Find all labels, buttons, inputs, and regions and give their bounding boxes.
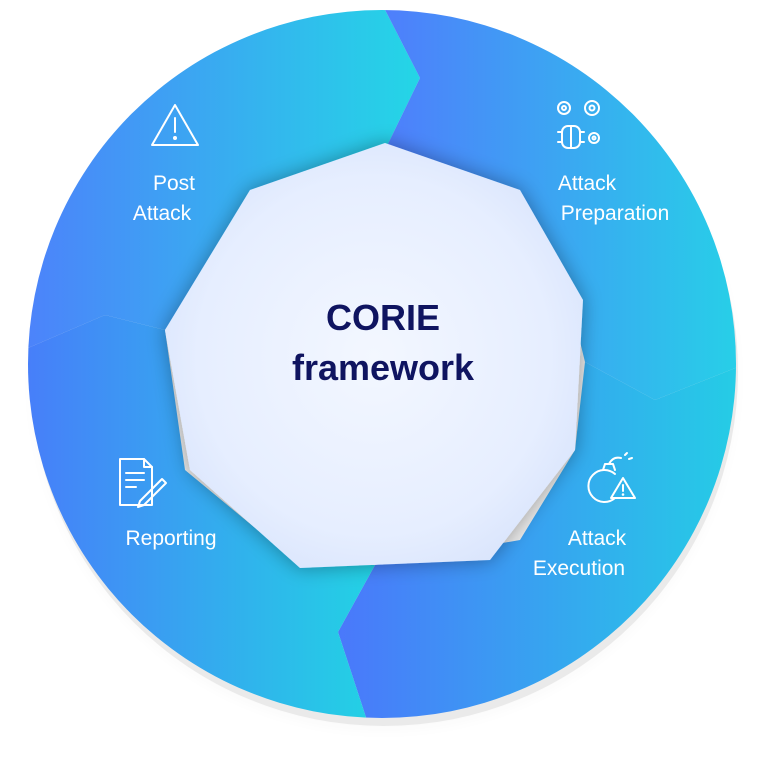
document-pen-icon — [119, 458, 167, 508]
gears-bug-icon — [557, 100, 600, 149]
center-title-line2: framework — [292, 347, 475, 388]
segment-label-attack-execution-line1: Attack — [568, 527, 627, 550]
warning-triangle-icon — [151, 104, 199, 146]
center-nonagon — [165, 143, 583, 568]
segment-label-attack-preparation-line1: Attack — [558, 172, 617, 195]
segment-label-post-attack-line2: Attack — [133, 202, 192, 225]
segment-label-attack-execution-line2: Execution — [533, 557, 625, 580]
segment-label-attack-preparation-line2: Preparation — [561, 202, 670, 225]
segment-label-reporting: Reporting — [125, 527, 216, 550]
center-title-line1: CORIE — [326, 297, 440, 338]
segment-label-post-attack-line1: Post — [153, 172, 195, 195]
bomb-warning-icon — [587, 452, 636, 503]
